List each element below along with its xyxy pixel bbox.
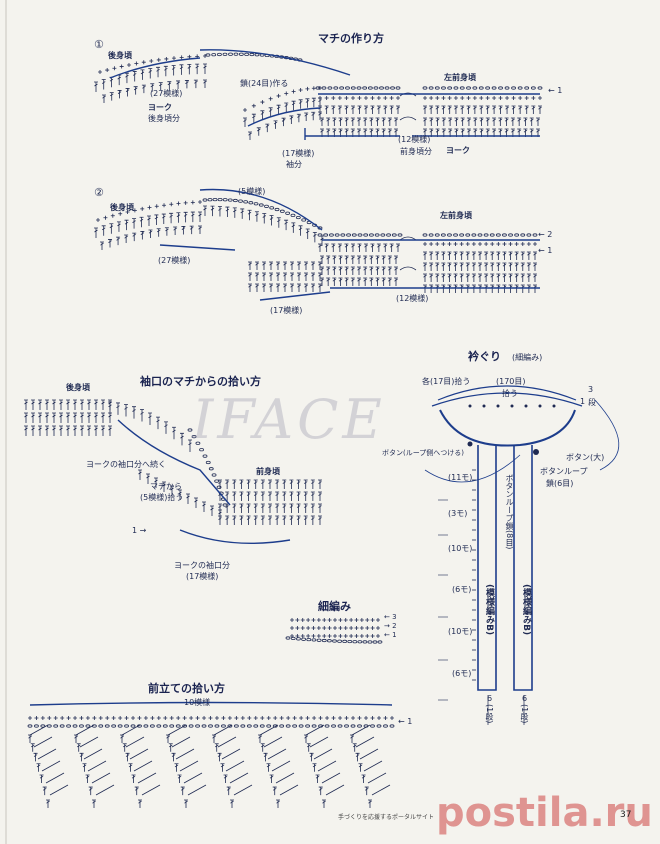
nk-m11: (11モ) — [448, 473, 473, 482]
sl-back: 後身頃 — [66, 383, 90, 392]
sc-r2: → 2 — [384, 622, 397, 630]
nk-button-loop-label: ボタンループ — [540, 467, 588, 476]
step-1-marker: ① — [94, 38, 104, 51]
d1-chain-note: 鎖(24目)作る — [240, 79, 289, 88]
nk-pattern-b-left: (模様編みB) — [484, 584, 494, 636]
nk-bottom-right-6: 6 — [522, 694, 528, 703]
d1-yoke: ヨーク — [148, 103, 172, 112]
placket-row1: ← 1 — [398, 717, 413, 726]
d1-row1: ← 1 — [548, 86, 563, 95]
nk-bottom-right-rows: (1段) — [520, 704, 529, 724]
nk-button-large: ボタン(大) — [566, 453, 605, 462]
nk-m10a: (10モ) — [448, 544, 473, 553]
d1-yoke2: ヨーク — [446, 146, 470, 155]
sl-yoke-cont: ヨークの袖口分へ続く — [86, 460, 166, 469]
sl-gusset-from: マチから — [150, 482, 182, 491]
sc-r1: ← 1 — [384, 631, 397, 639]
nk-loop-chain: ボタンループ鎖(8目) — [505, 474, 514, 550]
d1-sleeve: 袖分 — [286, 160, 302, 169]
d2-left-front: 左前身頃 — [440, 211, 472, 220]
footer-text: 手づくりを応援するポータルサイト — [338, 814, 435, 821]
d2-row2: ← 2 — [538, 230, 553, 239]
neckline-title: 衿ぐり — [468, 350, 501, 363]
d2-back-label: 後身頃 — [110, 203, 134, 212]
postila-watermark: postila.ru — [436, 790, 653, 836]
neckline-drawing — [424, 385, 620, 725]
d1-pattern17: (17模様) — [282, 149, 315, 158]
d2-pattern17: (17模様) — [270, 306, 303, 315]
nk-each17: 各(17目)拾う — [422, 377, 471, 386]
d1-yoke-back: 後身頃分 — [148, 114, 180, 123]
step-2-marker: ② — [94, 186, 104, 199]
d2-pattern5: (5模様) — [238, 187, 266, 196]
nk-button-loop-chain: 鎖(6目) — [546, 479, 574, 488]
nk-button-loop-on: ボタン(ループ側へつける) — [382, 449, 465, 457]
sl-front: 前身頃 — [256, 467, 280, 476]
nk-m3: (3モ) — [448, 509, 468, 518]
nk-bottom-left-rows: (1段) — [485, 704, 494, 724]
nk-rows-unit: 段 — [588, 398, 596, 407]
nk-rows3: 3 — [588, 385, 594, 394]
nk-pattern-b-right: (模様編みB) — [521, 584, 531, 636]
sl-yoke-sleeve: ヨークの袖口分 — [174, 561, 230, 570]
sl-row1: 1 → — [132, 526, 147, 535]
sc-r3: ← 3 — [384, 613, 397, 621]
nk-row1: 1 — [580, 397, 586, 406]
sleeve-pickup-title: 袖口のマチからの拾い方 — [140, 375, 261, 388]
gusset-title: マチの作り方 — [318, 32, 384, 45]
d1-yoke27: (27模様) — [150, 89, 183, 98]
neckline-sub: (細編み) — [512, 353, 543, 362]
d1-back-label: 後身頃 — [108, 51, 132, 60]
page-number: 37 — [620, 810, 632, 820]
sl-yoke-sleeve-count: (17模様) — [186, 572, 219, 581]
placket-patterns: 10模様 — [184, 698, 211, 707]
nk-m6a: (6モ) — [452, 585, 472, 594]
nk-m10b: (10モ) — [448, 627, 473, 636]
placket-title: 前立ての拾い方 — [148, 682, 225, 695]
sl-gusset-pick: (5模様)拾う — [140, 493, 184, 502]
nk-bottom-left-6: 6 — [487, 694, 493, 703]
d1-left-front: 左前身頃 — [444, 73, 476, 82]
iface-watermark: IFACE — [192, 388, 386, 451]
d2-pattern12: (12模様) — [396, 294, 429, 303]
sc-title: 細編み — [318, 600, 351, 613]
d2-yoke27: (27模様) — [158, 256, 191, 265]
nk-pick170: (170目) — [496, 377, 526, 386]
d1-pattern12: (12模様) — [398, 135, 431, 144]
d2-row1: ← 1 — [538, 246, 553, 255]
d1-front-part: 前身頃分 — [400, 147, 432, 156]
nk-m6b: (6モ) — [452, 669, 472, 678]
nk-pick: 拾う — [502, 389, 518, 398]
